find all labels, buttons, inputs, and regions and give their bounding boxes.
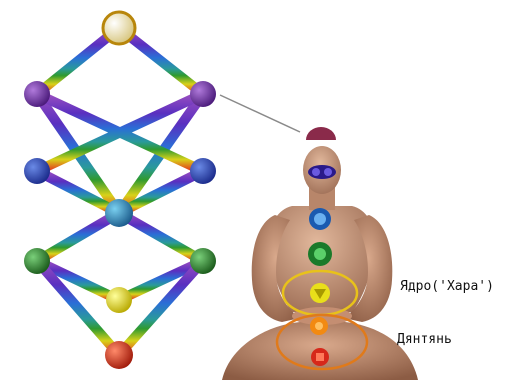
crown-chakra-cap	[306, 127, 336, 140]
tree-node-mid-left	[24, 158, 50, 184]
tree-node-upper-right	[190, 81, 216, 107]
hara-label: Ядро('Хара')	[400, 279, 494, 294]
tree-node-low-right	[190, 248, 216, 274]
root-chakra	[311, 348, 329, 366]
dantian-label: Дянтянь	[397, 332, 452, 347]
connector-line	[220, 95, 300, 132]
heart-chakra	[308, 242, 332, 266]
third-eye-chakra	[308, 165, 336, 179]
sacral-chakra	[310, 317, 328, 335]
tree-node-center	[105, 199, 133, 227]
tree-node-low-left	[24, 248, 50, 274]
tree-node-mid-right	[190, 158, 216, 184]
throat-chakra	[309, 208, 331, 230]
tree-of-life	[24, 12, 216, 369]
tree-node-kingdom	[105, 341, 133, 369]
tree-node-foundation	[106, 287, 132, 313]
meditating-figure	[222, 127, 418, 380]
solar-plexus-chakra	[310, 283, 330, 303]
tree-node-upper-left	[24, 81, 50, 107]
tree-node-crown	[103, 12, 135, 44]
